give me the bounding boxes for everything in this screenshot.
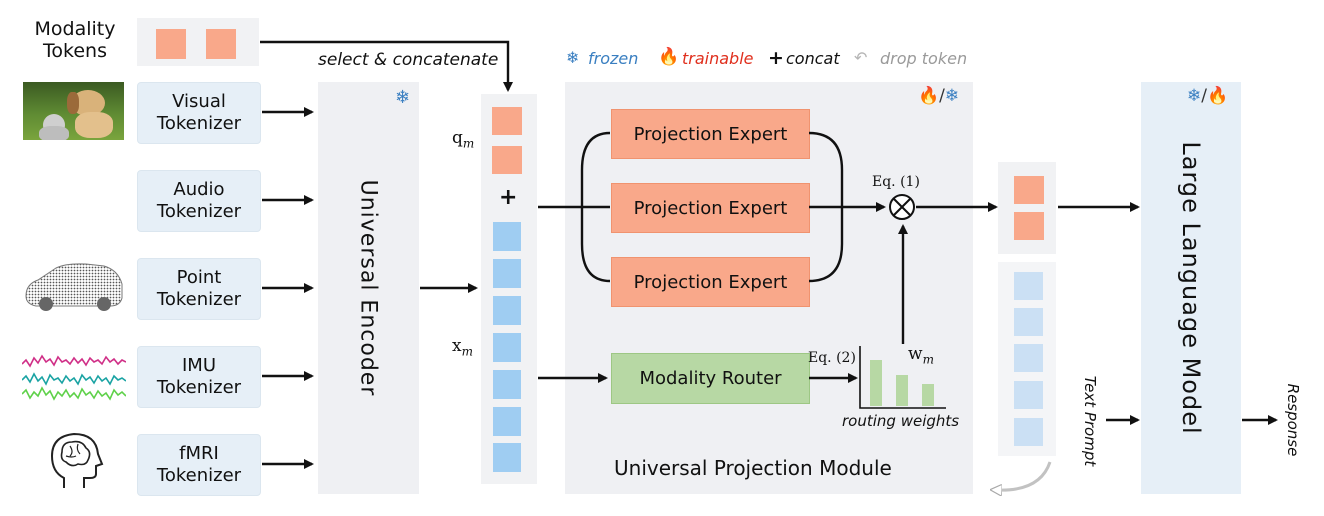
output-query-token-1 [1014, 176, 1044, 204]
audio-tokenizer-line2: Tokenizer [156, 201, 242, 222]
drop-token-arrow [996, 461, 1052, 490]
llm-snowflake-icon: ❄ [1187, 86, 1202, 106]
qm-letter: q [452, 128, 463, 148]
routing-weights-label: routing weights [842, 412, 960, 430]
eq1-label: Eq. (1) [872, 174, 920, 190]
token-plus: + [499, 185, 518, 210]
projection-expert-1: Projection Expert [611, 109, 810, 159]
modality-token-x6 [493, 407, 521, 436]
modality-tokens-label: Modality Tokens [30, 18, 120, 62]
projection-flame-icon: 🔥 [918, 86, 940, 106]
projection-train-freeze-icon: 🔥/❄ [918, 86, 960, 106]
llm-flame-icon: 🔥 [1206, 86, 1229, 106]
projection-module-label: Universal Projection Module [614, 456, 892, 480]
drop-token-icon: ↶ [854, 48, 868, 67]
modality-token-x1 [493, 222, 521, 251]
qm-subscript: m [462, 136, 475, 151]
routing-weights-axes [859, 346, 946, 409]
modality-token-x4 [493, 333, 521, 362]
modality-tokens-line1: Modality [34, 18, 116, 40]
imu-tokenizer-line2: Tokenizer [156, 377, 242, 398]
fmri-tokenizer-line2: Tokenizer [156, 465, 242, 486]
dropped-token-1 [1014, 272, 1043, 300]
dropped-token-5 [1014, 418, 1043, 446]
point-tokenizer-line2: Tokenizer [156, 289, 242, 310]
legend-trainable-label: trainable [682, 49, 754, 68]
dropped-token-3 [1014, 344, 1043, 372]
routing-weight-bar-2 [896, 375, 908, 406]
legend-drop-label: drop token [880, 49, 968, 68]
plus-icon: + [768, 47, 784, 69]
snowflake-icon: ❄ [566, 48, 580, 67]
universal-encoder [318, 82, 419, 494]
encoder-snowflake-icon: ❄ [395, 87, 411, 108]
llm-freeze-train-icon: ❄/🔥 [1187, 86, 1229, 106]
routing-weight-bar-3 [922, 384, 934, 406]
eq2-label: Eq. (2) [808, 350, 856, 366]
audio-tokenizer-line1: Audio [173, 179, 225, 200]
multiply-operator-icon [889, 194, 915, 220]
projection-expert-3: Projection Expert [611, 257, 810, 307]
legend: ❄ frozen 🔥 trainable + concat ↶ drop tok… [564, 47, 974, 70]
point-tokenizer: Point Tokenizer [137, 258, 261, 320]
modality-token-x2 [493, 259, 521, 288]
flame-icon: 🔥 [658, 47, 680, 67]
legend-frozen-label: frozen [588, 49, 639, 68]
modality-router: Modality Router [611, 353, 810, 404]
projection-expert-2: Projection Expert [611, 183, 810, 233]
wm-subscript: m [922, 352, 934, 367]
projection-snowflake-icon: ❄ [944, 86, 960, 106]
dropped-token-2 [1014, 308, 1043, 336]
modality-token-2 [206, 29, 236, 59]
xm-subscript: m [461, 344, 473, 359]
routing-weight-bar-1 [870, 360, 882, 406]
output-query-token-2 [1014, 212, 1044, 240]
fmri-tokenizer: fMRI Tokenizer [137, 434, 261, 496]
point-tokenizer-line1: Point [176, 267, 222, 288]
brain-head-icon [50, 432, 104, 488]
audio-waveform-icon [21, 176, 121, 228]
select-concat-label: select & concatenate [318, 50, 499, 70]
modality-token-1 [156, 29, 186, 59]
xm-label: xm [452, 336, 473, 358]
modality-token-x5 [493, 370, 521, 399]
query-token-1 [492, 107, 522, 135]
visual-tokenizer-line1: Visual [172, 91, 226, 112]
dropped-token-4 [1014, 381, 1043, 409]
query-token-2 [492, 146, 522, 174]
visual-tokenizer-line2: Tokenizer [156, 113, 242, 134]
puppy-kitten-image [23, 82, 124, 140]
select-concat-arrow [260, 40, 513, 92]
audio-tokenizer: Audio Tokenizer [137, 170, 261, 232]
modality-token-x3 [493, 296, 521, 325]
imu-tokenizer-line1: IMU [181, 355, 216, 376]
modality-token-x7 [493, 443, 521, 472]
modality-tokens-line2: Tokens [43, 40, 107, 62]
wm-letter: w [908, 344, 923, 364]
legend-concat-label: concat [786, 49, 840, 68]
imu-signal-icon [22, 354, 126, 401]
visual-tokenizer: Visual Tokenizer [137, 82, 261, 144]
point-cloud-car-icon [25, 263, 123, 311]
wm-label: wm [908, 344, 934, 366]
qm-label: qm [452, 128, 474, 150]
imu-tokenizer: IMU Tokenizer [137, 346, 261, 408]
large-language-model [1141, 82, 1241, 494]
routing-weights-chart [858, 346, 948, 408]
fmri-tokenizer-line1: fMRI [179, 443, 219, 464]
xm-letter: x [452, 336, 462, 356]
